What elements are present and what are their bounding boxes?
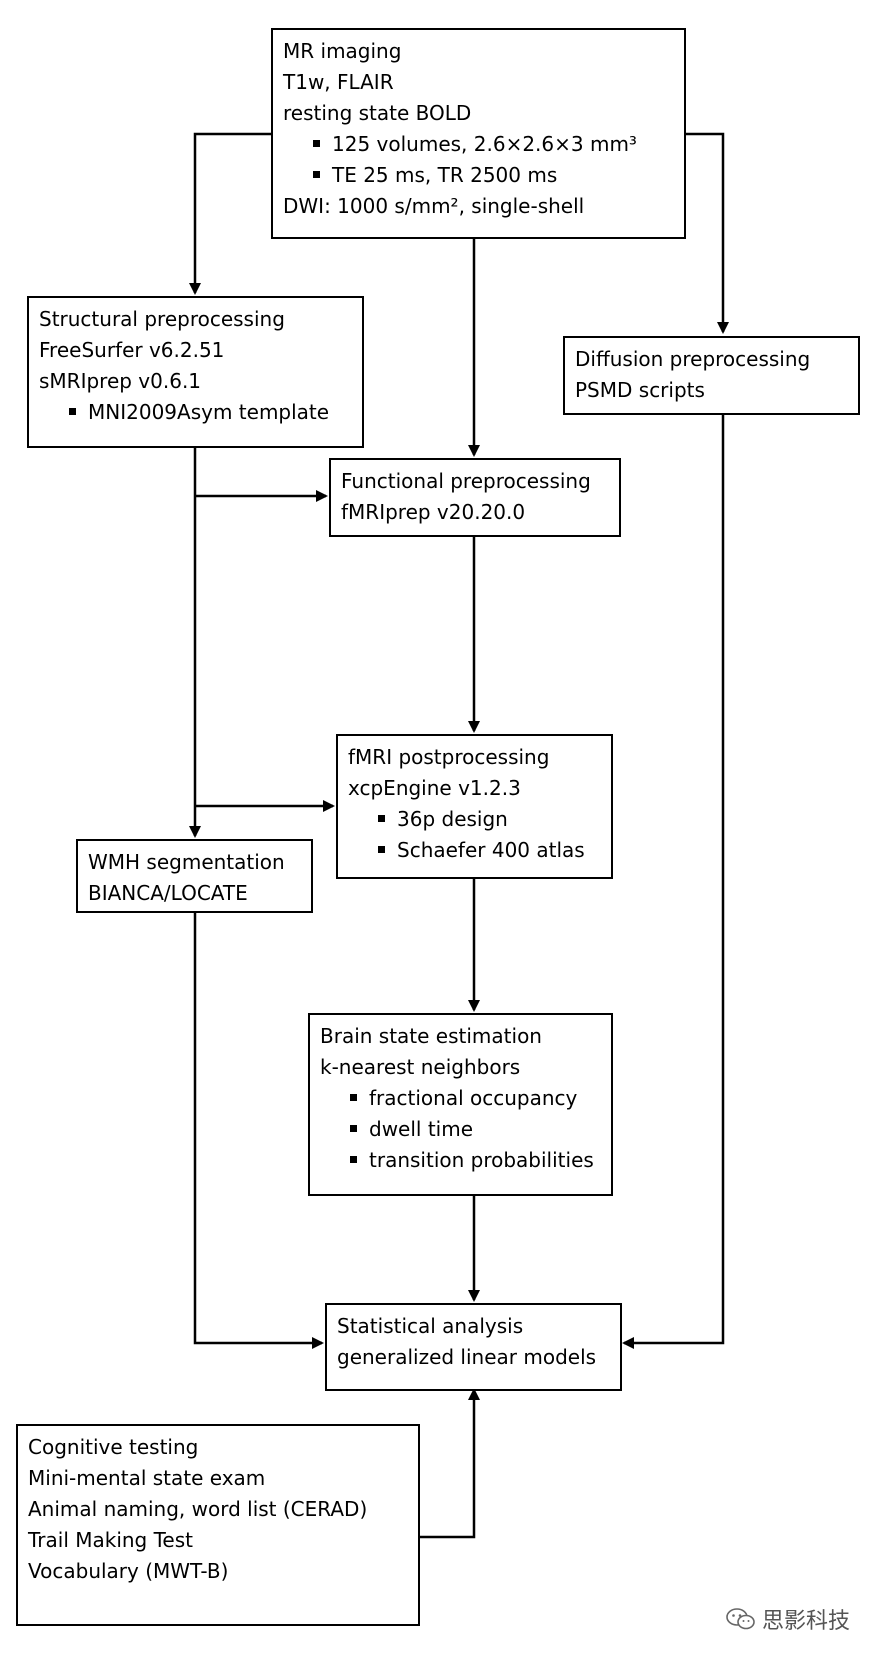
structural-title: Structural preprocessing [39, 307, 285, 331]
fmri-post-line-1: xcpEngine v1.2.3 [348, 776, 521, 800]
bullet-square-icon [313, 171, 320, 178]
structural-line-1: FreeSurfer v6.2.51 [39, 338, 225, 362]
bullet-square-icon [350, 1156, 357, 1163]
brain-state-bullet-1: fractional occupancy [320, 1083, 601, 1114]
arrow-diffusion-to-statistical [622, 414, 725, 1349]
wechat-icon [726, 1608, 755, 1630]
fmri-post-title: fMRI postprocessing [348, 745, 550, 769]
wmh-line-1: BIANCA/LOCATE [88, 881, 248, 905]
structural-bullet-1: MNI2009Asym template [39, 397, 352, 428]
bullet-square-icon [350, 1125, 357, 1132]
statistical-analysis-box: Statistical analysis generalized linear … [325, 1303, 622, 1391]
structural-line-2: sMRIprep v0.6.1 [39, 369, 202, 393]
bullet-square-icon [378, 815, 385, 822]
cognitive-line-2: Animal naming, word list (CERAD) [28, 1497, 368, 1521]
arrow-cognitive-to-statistical [420, 1388, 480, 1539]
watermark-text: 思影科技 [762, 1609, 851, 1634]
brain-state-bullet-2: dwell time [320, 1114, 601, 1145]
bullet-square-icon [313, 140, 320, 147]
cognitive-line-3: Trail Making Test [28, 1528, 193, 1552]
cognitive-testing-box: Cognitive testing Mini-mental state exam… [16, 1424, 420, 1626]
fmri-post-bullet-2: Schaefer 400 atlas [348, 835, 601, 866]
arrow-mr-to-diffusion [686, 132, 729, 334]
mr-imaging-box: MR imaging T1w, FLAIR resting state BOLD… [271, 28, 686, 239]
functional-line-1: fMRIprep v20.20.0 [341, 500, 526, 524]
statistical-title: Statistical analysis [337, 1314, 524, 1338]
mr-imaging-line-dwi: DWI: 1000 s/mm², single-shell [283, 194, 585, 218]
bullet-square-icon [350, 1094, 357, 1101]
arrow-mr-to-structural [189, 132, 271, 295]
bullet-square-icon [378, 846, 385, 853]
functional-preprocessing-box: Functional preprocessing fMRIprep v20.20… [329, 458, 621, 537]
brain-state-title: Brain state estimation [320, 1024, 542, 1048]
cognitive-line-4: Vocabulary (MWT-B) [28, 1559, 229, 1583]
wmh-segmentation-box: WMH segmentation BIANCA/LOCATE [76, 839, 313, 913]
mr-imaging-line-2: resting state BOLD [283, 101, 472, 125]
mr-imaging-title: MR imaging [283, 39, 402, 63]
brain-state-estimation-box: Brain state estimation k-nearest neighbo… [308, 1013, 613, 1196]
cognitive-title: Cognitive testing [28, 1435, 199, 1459]
arrow-wmh-to-statistical [193, 912, 324, 1349]
fmri-post-bullet-1: 36p design [348, 804, 601, 835]
mr-imaging-bullet-1: 125 volumes, 2.6×2.6×3 mm³ [283, 129, 674, 160]
diffusion-line-1: PSMD scripts [575, 378, 705, 402]
diffusion-title: Diffusion preprocessing [575, 347, 811, 371]
functional-title: Functional preprocessing [341, 469, 591, 493]
diffusion-preprocessing-box: Diffusion preprocessing PSMD scripts [563, 336, 860, 415]
structural-preprocessing-box: Structural preprocessing FreeSurfer v6.2… [27, 296, 364, 448]
statistical-line-1: generalized linear models [337, 1345, 597, 1369]
brain-state-bullet-3: transition probabilities [320, 1145, 601, 1176]
cognitive-line-1: Mini-mental state exam [28, 1466, 266, 1490]
wmh-title: WMH segmentation [88, 850, 285, 874]
watermark: 思影科技 [726, 1603, 850, 1635]
brain-state-line-1: k-nearest neighbors [320, 1055, 521, 1079]
bullet-square-icon [69, 408, 76, 415]
fmri-postprocessing-box: fMRI postprocessing xcpEngine v1.2.3 36p… [336, 734, 613, 879]
mr-imaging-bullet-2: TE 25 ms, TR 2500 ms [283, 160, 674, 191]
mr-imaging-line-1: T1w, FLAIR [283, 70, 394, 94]
